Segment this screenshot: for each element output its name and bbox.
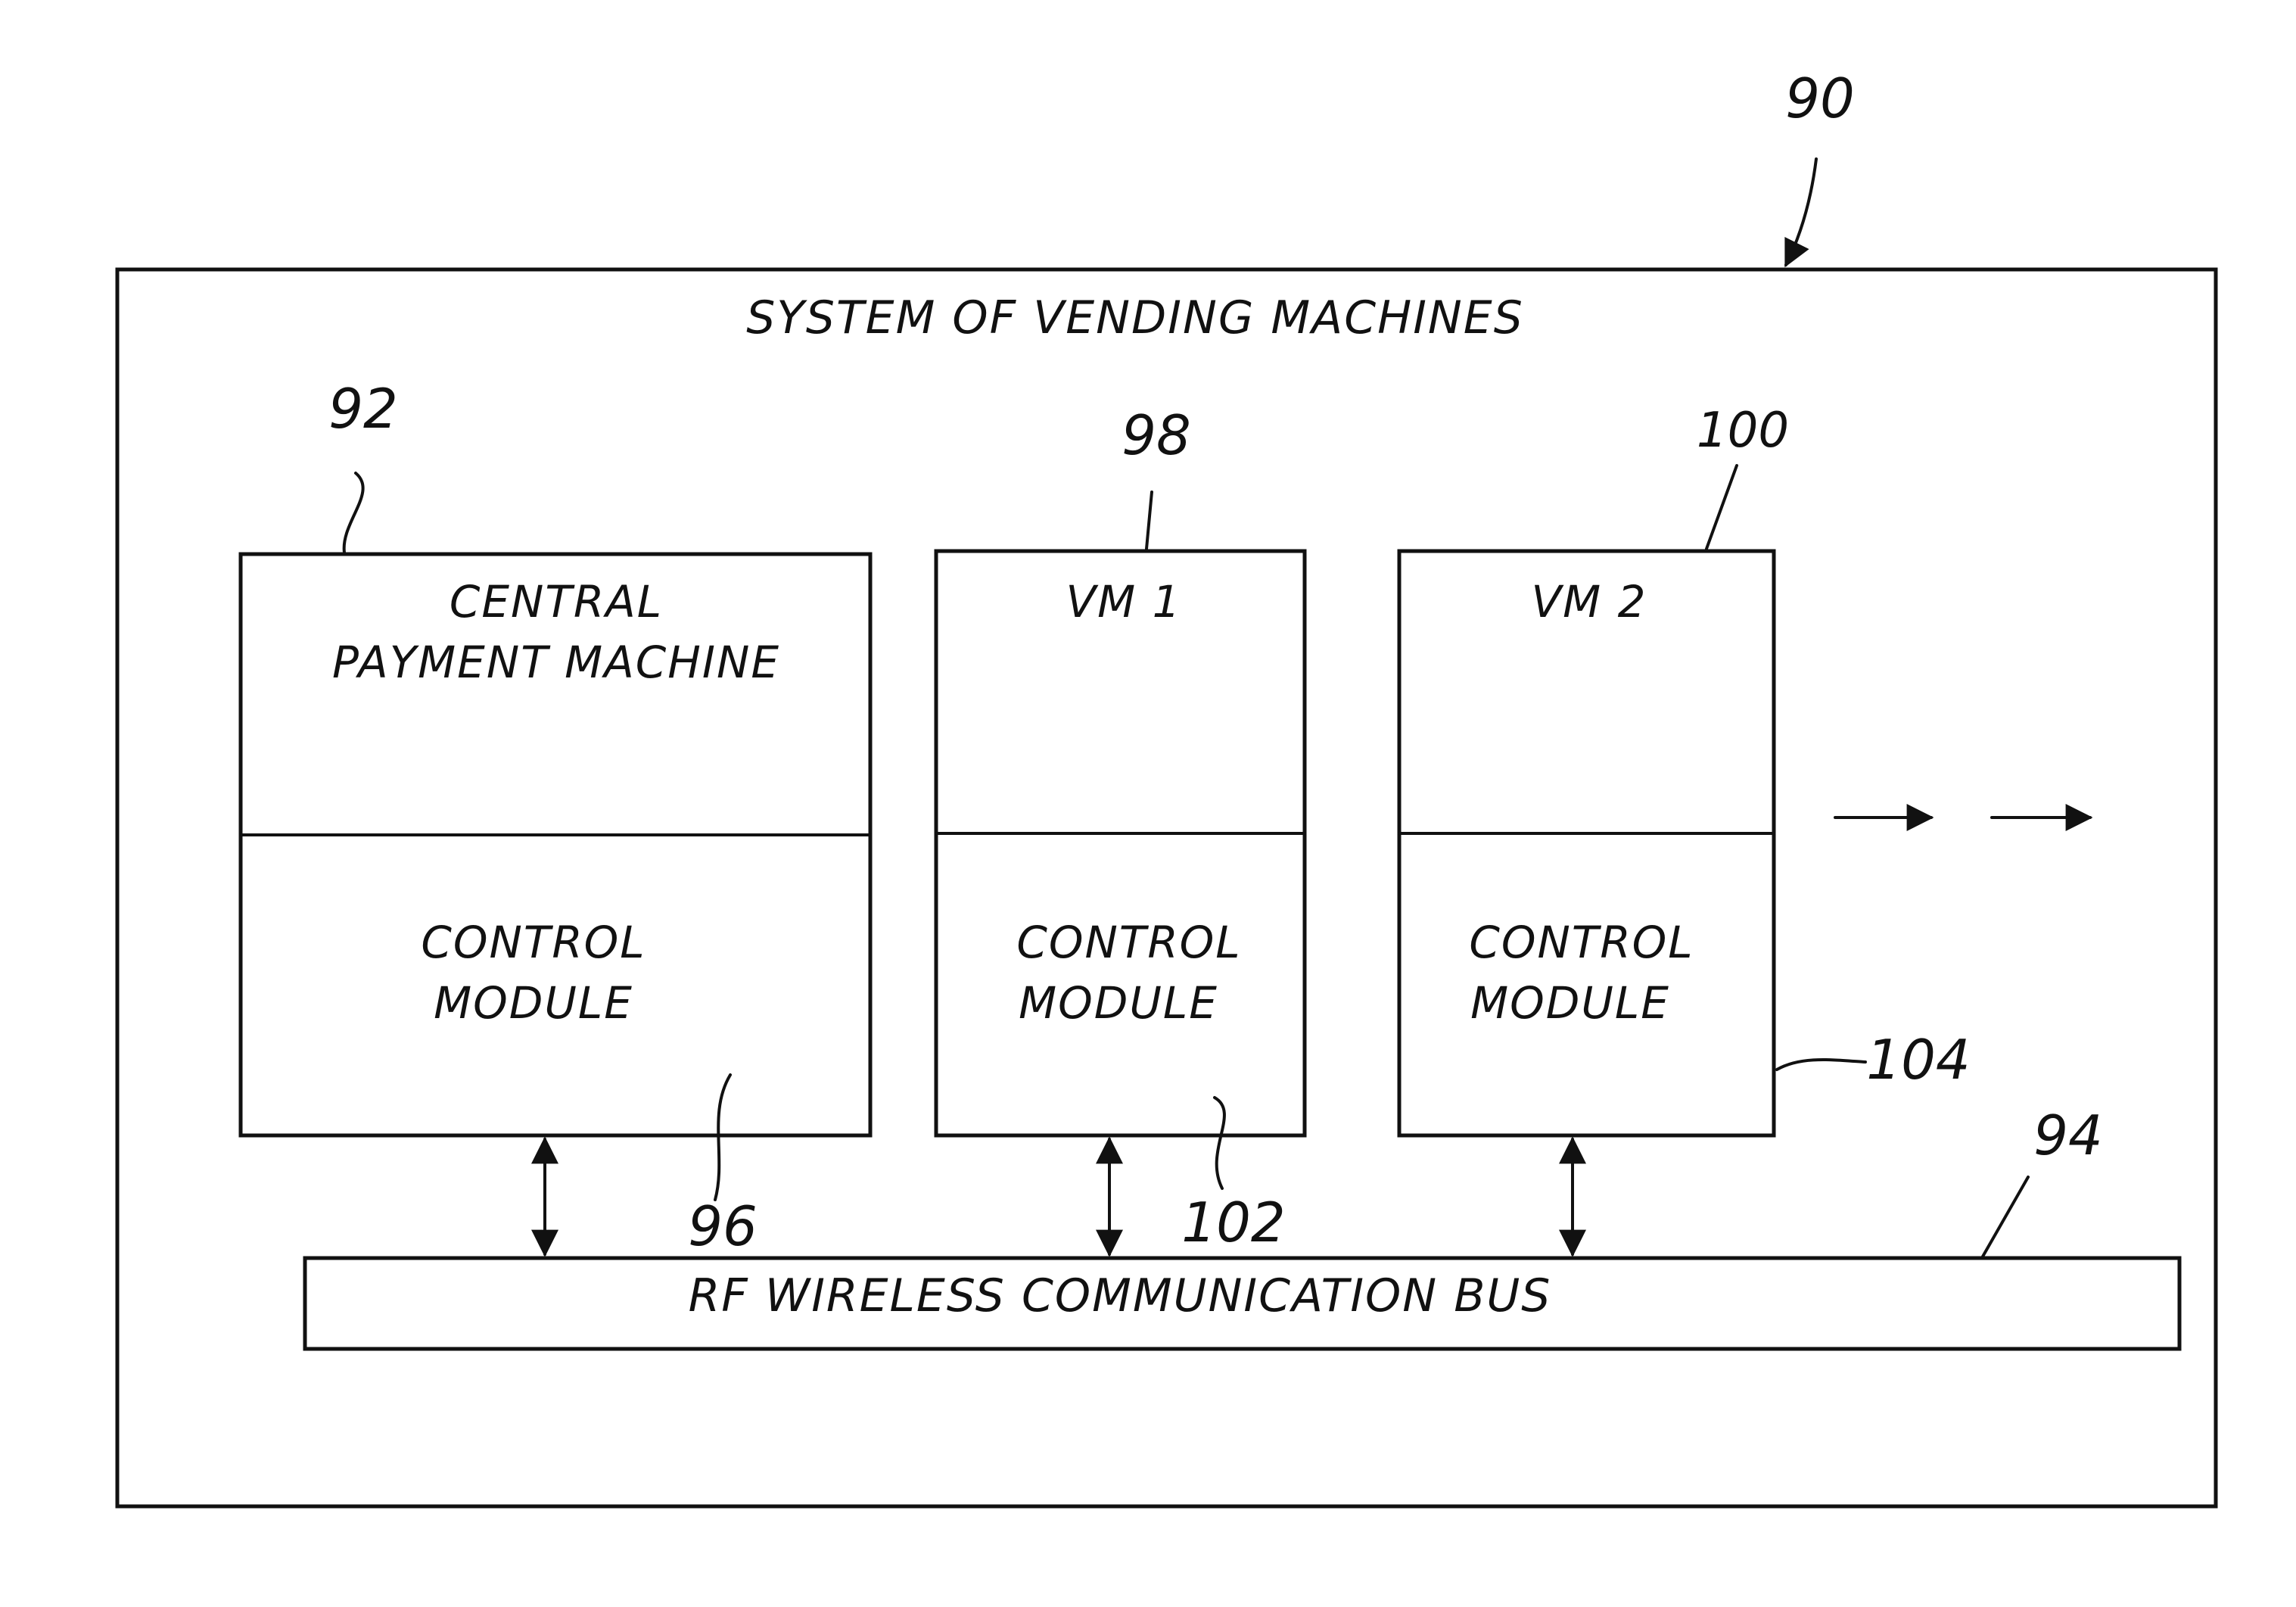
central-module-line2: MODULE [434, 977, 633, 1029]
central-module-line1: CONTROL [421, 917, 646, 968]
rf-bus-label: RF WIRELESS COMMUNICATION BUS [689, 1269, 1552, 1322]
vm1-module-ref-label: 102 [1181, 1191, 1285, 1254]
vm1-module-ref-leader [1215, 1098, 1224, 1188]
central-ref-leader [344, 473, 363, 553]
central-ref-label: 92 [328, 377, 398, 441]
vm1-box [936, 551, 1305, 1135]
bus-ref-label: 94 [2033, 1104, 2103, 1167]
system-title: SYSTEM OF VENDING MACHINES [746, 291, 1524, 344]
vm1-module-line1: CONTROL [1016, 917, 1241, 968]
vm2-box [1399, 551, 1774, 1135]
central-title-line2: PAYMENT MACHINE [332, 637, 780, 688]
vm2-ref-leader [1706, 466, 1737, 549]
vm2-title: VM 2 [1531, 576, 1647, 628]
vm1-title: VM 1 [1066, 576, 1181, 628]
central-module-ref-label: 96 [688, 1194, 758, 1258]
vm1-ref-leader [1146, 492, 1152, 549]
vm2-module-ref-label: 104 [1866, 1028, 1970, 1092]
vm1-module-line2: MODULE [1019, 977, 1218, 1029]
system-ref-label: 90 [1785, 67, 1855, 130]
system-ref-leader-arrow [1786, 159, 1816, 265]
central-payment-machine: CENTRAL PAYMENT MACHINE CONTROL MODULE [241, 554, 870, 1135]
vm2-ref-label: 100 [1697, 403, 1789, 459]
vm2-module-line1: CONTROL [1469, 917, 1694, 968]
central-title-line1: CENTRAL [450, 576, 663, 628]
vm2-module-ref-leader [1777, 1060, 1865, 1070]
bus-ref-leader [1983, 1177, 2028, 1257]
vending-machine-1: VM 1 CONTROL MODULE [936, 551, 1305, 1135]
vm2-module-line2: MODULE [1470, 977, 1670, 1029]
vm1-ref-label: 98 [1122, 403, 1191, 467]
vending-machine-2: VM 2 CONTROL MODULE [1399, 551, 1774, 1135]
